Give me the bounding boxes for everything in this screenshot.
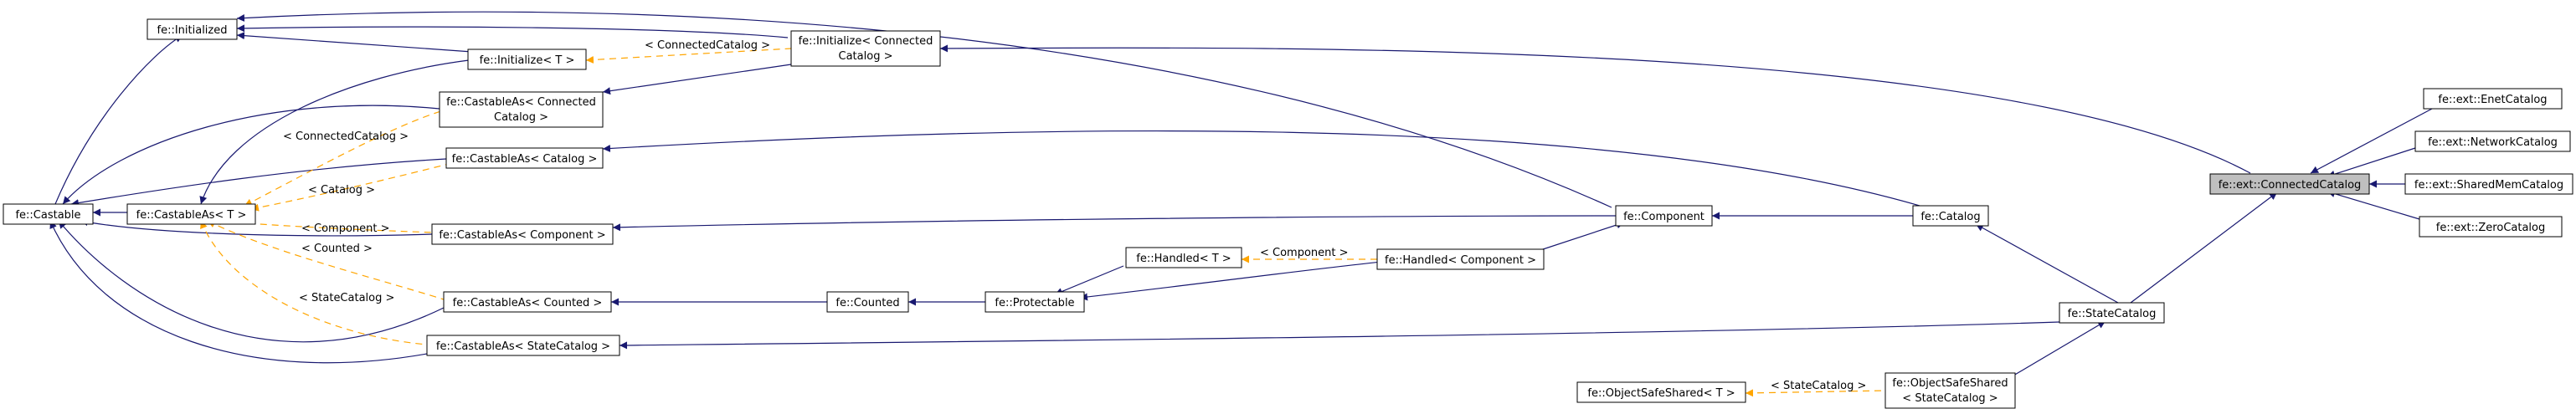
- edge-castable-to-initialized: [54, 34, 183, 205]
- edge-label: < Component >: [301, 222, 390, 235]
- node-fe-handled-component[interactable]: fe::Handled< Component >: [1376, 248, 1545, 270]
- tpl-edge-castable-as-statecatalog: [200, 220, 428, 345]
- node-label: fe::CastableAs< StateCatalog >: [436, 340, 610, 353]
- nodes: fe::Initialized fe::Castable fe::Castabl…: [3, 18, 2573, 409]
- node-label: fe::Initialize< Connected: [799, 35, 933, 48]
- edge-castable-as-t-to-initialize-t: [199, 59, 470, 205]
- node-fe-ext-network-catalog[interactable]: fe::ext::NetworkCatalog: [2414, 130, 2571, 152]
- node-fe-ext-sharedmem-catalog[interactable]: fe::ext::SharedMemCatalog: [2404, 173, 2573, 195]
- edge-catalog-to-statecatalog: [1975, 223, 2119, 304]
- node-fe-objectsafeshared-statecatalog[interactable]: fe::ObjectSafeShared < StateCatalog >: [1884, 372, 2016, 409]
- edge-label: < ConnectedCatalog >: [645, 39, 770, 52]
- edge-castable-as-statecatalog-to-statecatalog: [619, 321, 2060, 350]
- edge-label: < ConnectedCatalog >: [283, 130, 409, 143]
- node-fe-protectable[interactable]: fe::Protectable: [985, 291, 1085, 313]
- edge-castable-to-castable-as-component: [80, 218, 433, 237]
- node-label: fe::Initialized: [157, 24, 228, 37]
- node-fe-castable-as-component[interactable]: fe::CastableAs< Component >: [431, 223, 614, 245]
- node-label: fe::ObjectSafeShared< T >: [1587, 387, 1735, 400]
- node-label: fe::ext::EnetCatalog: [2438, 94, 2547, 106]
- edge-statecatalog-to-objectsafeshared-sc: [2008, 320, 2106, 379]
- node-label: fe::Protectable: [995, 297, 1074, 309]
- node-label: fe::Initialize< T >: [480, 54, 575, 67]
- edge-castable-as-catalog-to-catalog: [602, 130, 1926, 208]
- node-fe-initialized[interactable]: fe::Initialized: [147, 18, 238, 40]
- node-fe-ext-zero-catalog[interactable]: fe::ext::ZeroCatalog: [2419, 216, 2563, 238]
- node-label: Catalog >: [839, 50, 893, 63]
- edge-label: < Component >: [1260, 247, 1349, 259]
- edge-labels: < ConnectedCatalog > < ConnectedCatalog …: [283, 39, 1866, 392]
- node-label: fe::ext::ConnectedCatalog: [2219, 179, 2362, 192]
- node-fe-castable-as-t[interactable]: fe::CastableAs< T >: [126, 203, 256, 225]
- node-label: fe::ext::SharedMemCatalog: [2414, 179, 2563, 192]
- node-label: Catalog >: [494, 111, 548, 124]
- node-label: fe::Handled< Component >: [1385, 254, 1536, 267]
- node-fe-objectsafeshared-t[interactable]: fe::ObjectSafeShared< T >: [1576, 381, 1746, 403]
- node-fe-castable-as-counted[interactable]: fe::CastableAs< Counted >: [443, 291, 612, 313]
- edge-protectable-to-handled-component: [1079, 260, 1391, 301]
- edge-label: < StateCatalog >: [299, 292, 394, 304]
- node-fe-component[interactable]: fe::Component: [1615, 205, 1713, 227]
- edge-castable-to-castable-as-statecatalog: [49, 220, 428, 364]
- edge-castable-to-castable-as-cc: [62, 105, 440, 205]
- node-label: fe::Castable: [15, 209, 80, 222]
- node-label: fe::CastableAs< Catalog >: [452, 153, 598, 166]
- node-fe-counted[interactable]: fe::Counted: [826, 291, 909, 313]
- node-fe-castable-as-statecatalog[interactable]: fe::CastableAs< StateCatalog >: [426, 335, 620, 356]
- edge-label: < Catalog >: [308, 184, 375, 197]
- node-fe-initialize-t[interactable]: fe::Initialize< T >: [467, 49, 587, 70]
- node-label: fe::Catalog: [1920, 211, 1980, 223]
- template-edges: [200, 48, 1886, 397]
- node-label: fe::Handled< T >: [1136, 253, 1231, 265]
- edge-label: < Counted >: [301, 243, 373, 255]
- node-fe-castable-as-connected-catalog[interactable]: fe::CastableAs< Connected Catalog >: [439, 91, 604, 128]
- edge-connected-catalog-to-network: [2327, 147, 2416, 178]
- edge-initialized-to-initialize-t: [236, 32, 473, 53]
- edge-initialized-to-initialize-cc: [236, 24, 789, 38]
- node-fe-catalog[interactable]: fe::Catalog: [1912, 205, 1989, 227]
- node-label: fe::CastableAs< Counted >: [453, 297, 603, 309]
- inheritance-edges: [49, 11, 2433, 379]
- node-fe-ext-enet-catalog[interactable]: fe::ext::EnetCatalog: [2423, 88, 2563, 110]
- edge-initialize-cc-to-connected-catalog: [939, 44, 2251, 174]
- node-label: fe::CastableAs< Connected: [446, 96, 596, 109]
- node-label: fe::ext::ZeroCatalog: [2436, 222, 2546, 234]
- node-label: < StateCatalog >: [1902, 392, 1998, 405]
- node-fe-castable[interactable]: fe::Castable: [3, 203, 94, 225]
- node-fe-ext-connected-catalog[interactable]: fe::ext::ConnectedCatalog: [2209, 173, 2370, 195]
- edge-initialize-cc-to-castable-as-cc: [602, 64, 792, 95]
- node-label: fe::ObjectSafeShared: [1892, 377, 2008, 390]
- node-label: fe::Component: [1623, 211, 1704, 223]
- node-label: fe::Counted: [836, 297, 899, 309]
- tpl-edge-castable-as-cc: [244, 110, 445, 207]
- edge-component-to-handled-component: [1537, 221, 1625, 252]
- edge-castable-to-castable-as-catalog: [70, 158, 447, 207]
- edge-connected-catalog-to-enet: [2310, 108, 2433, 174]
- node-fe-statecatalog[interactable]: fe::StateCatalog: [2059, 302, 2165, 324]
- edge-connected-catalog-to-statecatalog: [2130, 192, 2278, 304]
- node-fe-initialize-connected-catalog[interactable]: fe::Initialize< Connected Catalog >: [790, 30, 941, 67]
- edge-castable-as-component-to-component: [612, 215, 1617, 232]
- edge-protectable-to-handled-t: [1054, 265, 1124, 295]
- tpl-edge-castable-as-counted: [207, 220, 445, 300]
- node-label: fe::ext::NetworkCatalog: [2428, 136, 2558, 149]
- node-fe-handled-t[interactable]: fe::Handled< T >: [1125, 247, 1242, 268]
- node-fe-castable-as-catalog[interactable]: fe::CastableAs< Catalog >: [445, 147, 604, 169]
- edge-castable-to-castable-as-counted: [58, 220, 445, 343]
- edge-label: < StateCatalog >: [1771, 380, 1866, 392]
- node-label: fe::CastableAs< T >: [136, 209, 247, 222]
- node-label: fe::CastableAs< Component >: [439, 229, 605, 242]
- node-label: fe::StateCatalog: [2068, 308, 2157, 320]
- edge-connected-catalog-to-zero: [2327, 190, 2420, 220]
